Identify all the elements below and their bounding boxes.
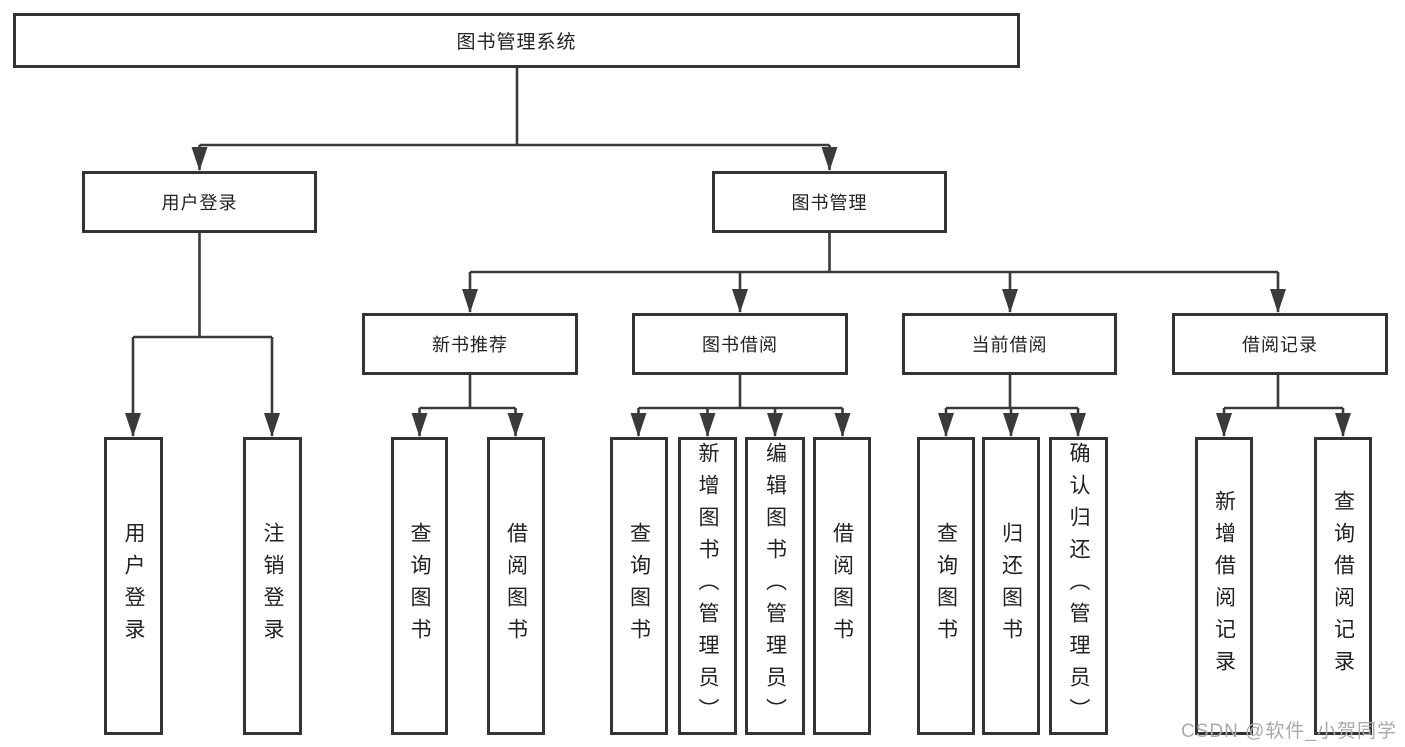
node-book-management: 图书管理 — [712, 171, 947, 233]
node-query-borrow-record: 查询借阅记录 — [1314, 437, 1372, 735]
node-new-book-recommend: 新书推荐 — [362, 313, 578, 375]
node-book-borrow: 图书借阅 — [632, 313, 848, 375]
node-root-system: 图书管理系统 — [13, 13, 1020, 68]
node-query-books-borrow: 查询图书 — [610, 437, 668, 735]
node-add-book-admin: 新增图书（管理员） — [678, 437, 737, 735]
node-user-login-action: 用户登录 — [104, 437, 163, 735]
node-current-borrow: 当前借阅 — [902, 313, 1117, 375]
node-confirm-return-admin: 确认归还（管理员） — [1049, 437, 1108, 735]
node-add-borrow-record: 新增借阅记录 — [1195, 437, 1253, 735]
node-edit-book-admin: 编辑图书（管理员） — [745, 437, 805, 735]
node-query-books-current: 查询图书 — [917, 437, 975, 735]
node-logout-action: 注销登录 — [243, 437, 302, 735]
node-query-books-recommend: 查询图书 — [391, 437, 448, 735]
node-return-book: 归还图书 — [982, 437, 1040, 735]
node-borrow-books-action: 借阅图书 — [813, 437, 871, 735]
node-user-login: 用户登录 — [82, 171, 317, 233]
node-borrow-books-recommend: 借阅图书 — [487, 437, 545, 735]
node-borrow-records: 借阅记录 — [1172, 313, 1388, 375]
